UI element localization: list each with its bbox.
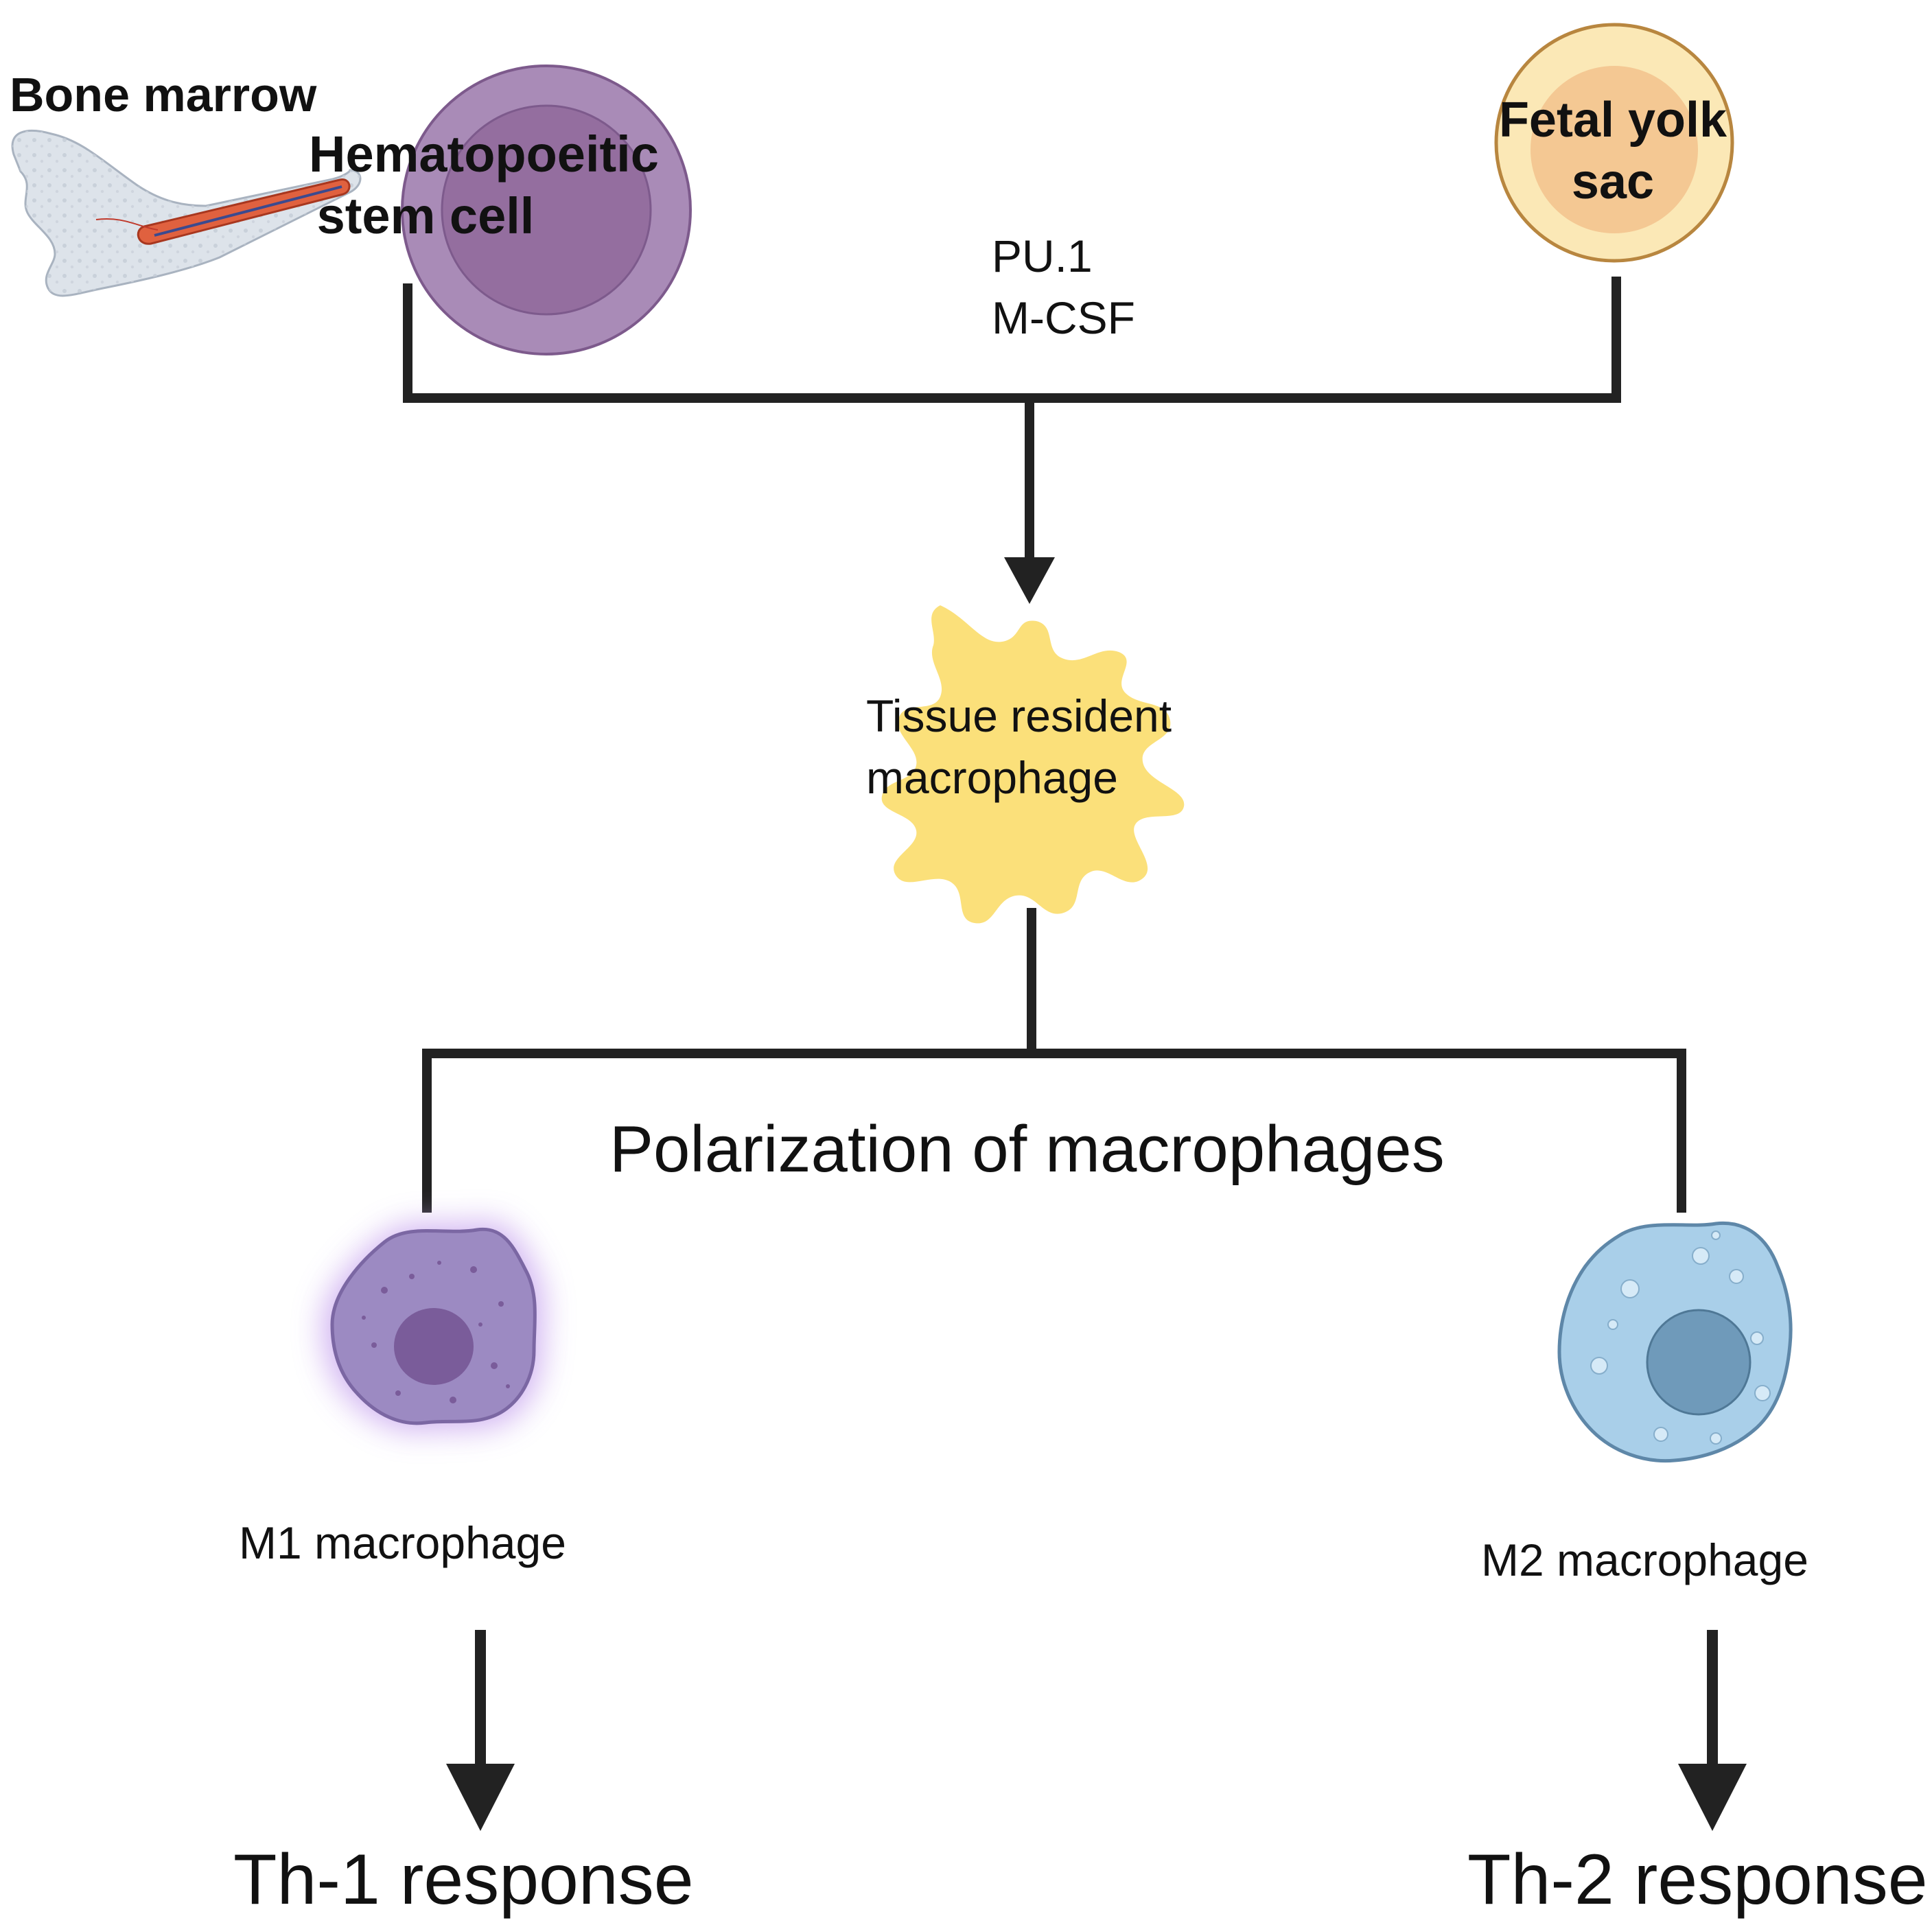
trm-body — [881, 605, 1185, 924]
stem-cell-label-line2: stem cell — [316, 187, 535, 244]
marrow-vessel-2 — [95, 218, 159, 231]
hsc-nucleus — [441, 104, 652, 316]
yolk-inner — [1531, 66, 1698, 233]
m2-vacuoles — [1590, 1230, 1771, 1445]
m1-macrophage-icon — [323, 1221, 544, 1432]
tissue-macrophage-label: Tissue resident macrophage — [866, 685, 1172, 808]
yolk-sac-label: Fetal yolk sac — [1489, 89, 1736, 213]
polarization-connector — [422, 908, 1686, 1213]
factor-pu1: PU.1 — [992, 231, 1093, 281]
factor-mcsf: M-CSF — [992, 292, 1135, 343]
factors-label: PU.1 M-CSF — [992, 225, 1135, 349]
convergence-connector — [403, 277, 1621, 568]
tissue-macrophage-label-line2: macrophage — [866, 752, 1118, 803]
m2-nucleus — [1646, 1309, 1751, 1416]
th2-label: Th-2 response — [1467, 1840, 1928, 1920]
arrow-to-th2 — [1678, 1764, 1747, 1831]
stem-cell-label-line1: Hematopoeitic — [309, 126, 659, 183]
m2-label: M2 macrophage — [1481, 1535, 1808, 1585]
tissue-macrophage-icon — [881, 605, 1185, 924]
m1-granules — [362, 1261, 510, 1403]
yolk-sac-icon — [1494, 23, 1734, 263]
m2-macrophage-icon — [1557, 1221, 1793, 1463]
stem-cell-label: Hematopoeitic stem cell — [309, 124, 659, 247]
m1-label: M1 macrophage — [239, 1517, 566, 1568]
arrow-to-trm — [1004, 557, 1055, 604]
bone-marrow-icon — [11, 129, 362, 297]
yolk-sac-label-line2: sac — [1571, 154, 1655, 209]
stem-cell-icon — [401, 65, 692, 355]
marrow-vessel — [154, 185, 342, 237]
yolk-sac-label-line1: Fetal yolk — [1498, 93, 1727, 148]
tissue-macrophage-label-line1: Tissue resident — [866, 690, 1172, 741]
polarization-label: Polarization of macrophages — [609, 1112, 1445, 1186]
th1-label: Th-1 response — [233, 1840, 694, 1920]
bone-marrow-label: Bone marrow — [10, 68, 317, 121]
arrow-to-th1 — [446, 1764, 515, 1831]
bone-texture — [12, 130, 361, 296]
m1-nucleus — [394, 1308, 474, 1385]
